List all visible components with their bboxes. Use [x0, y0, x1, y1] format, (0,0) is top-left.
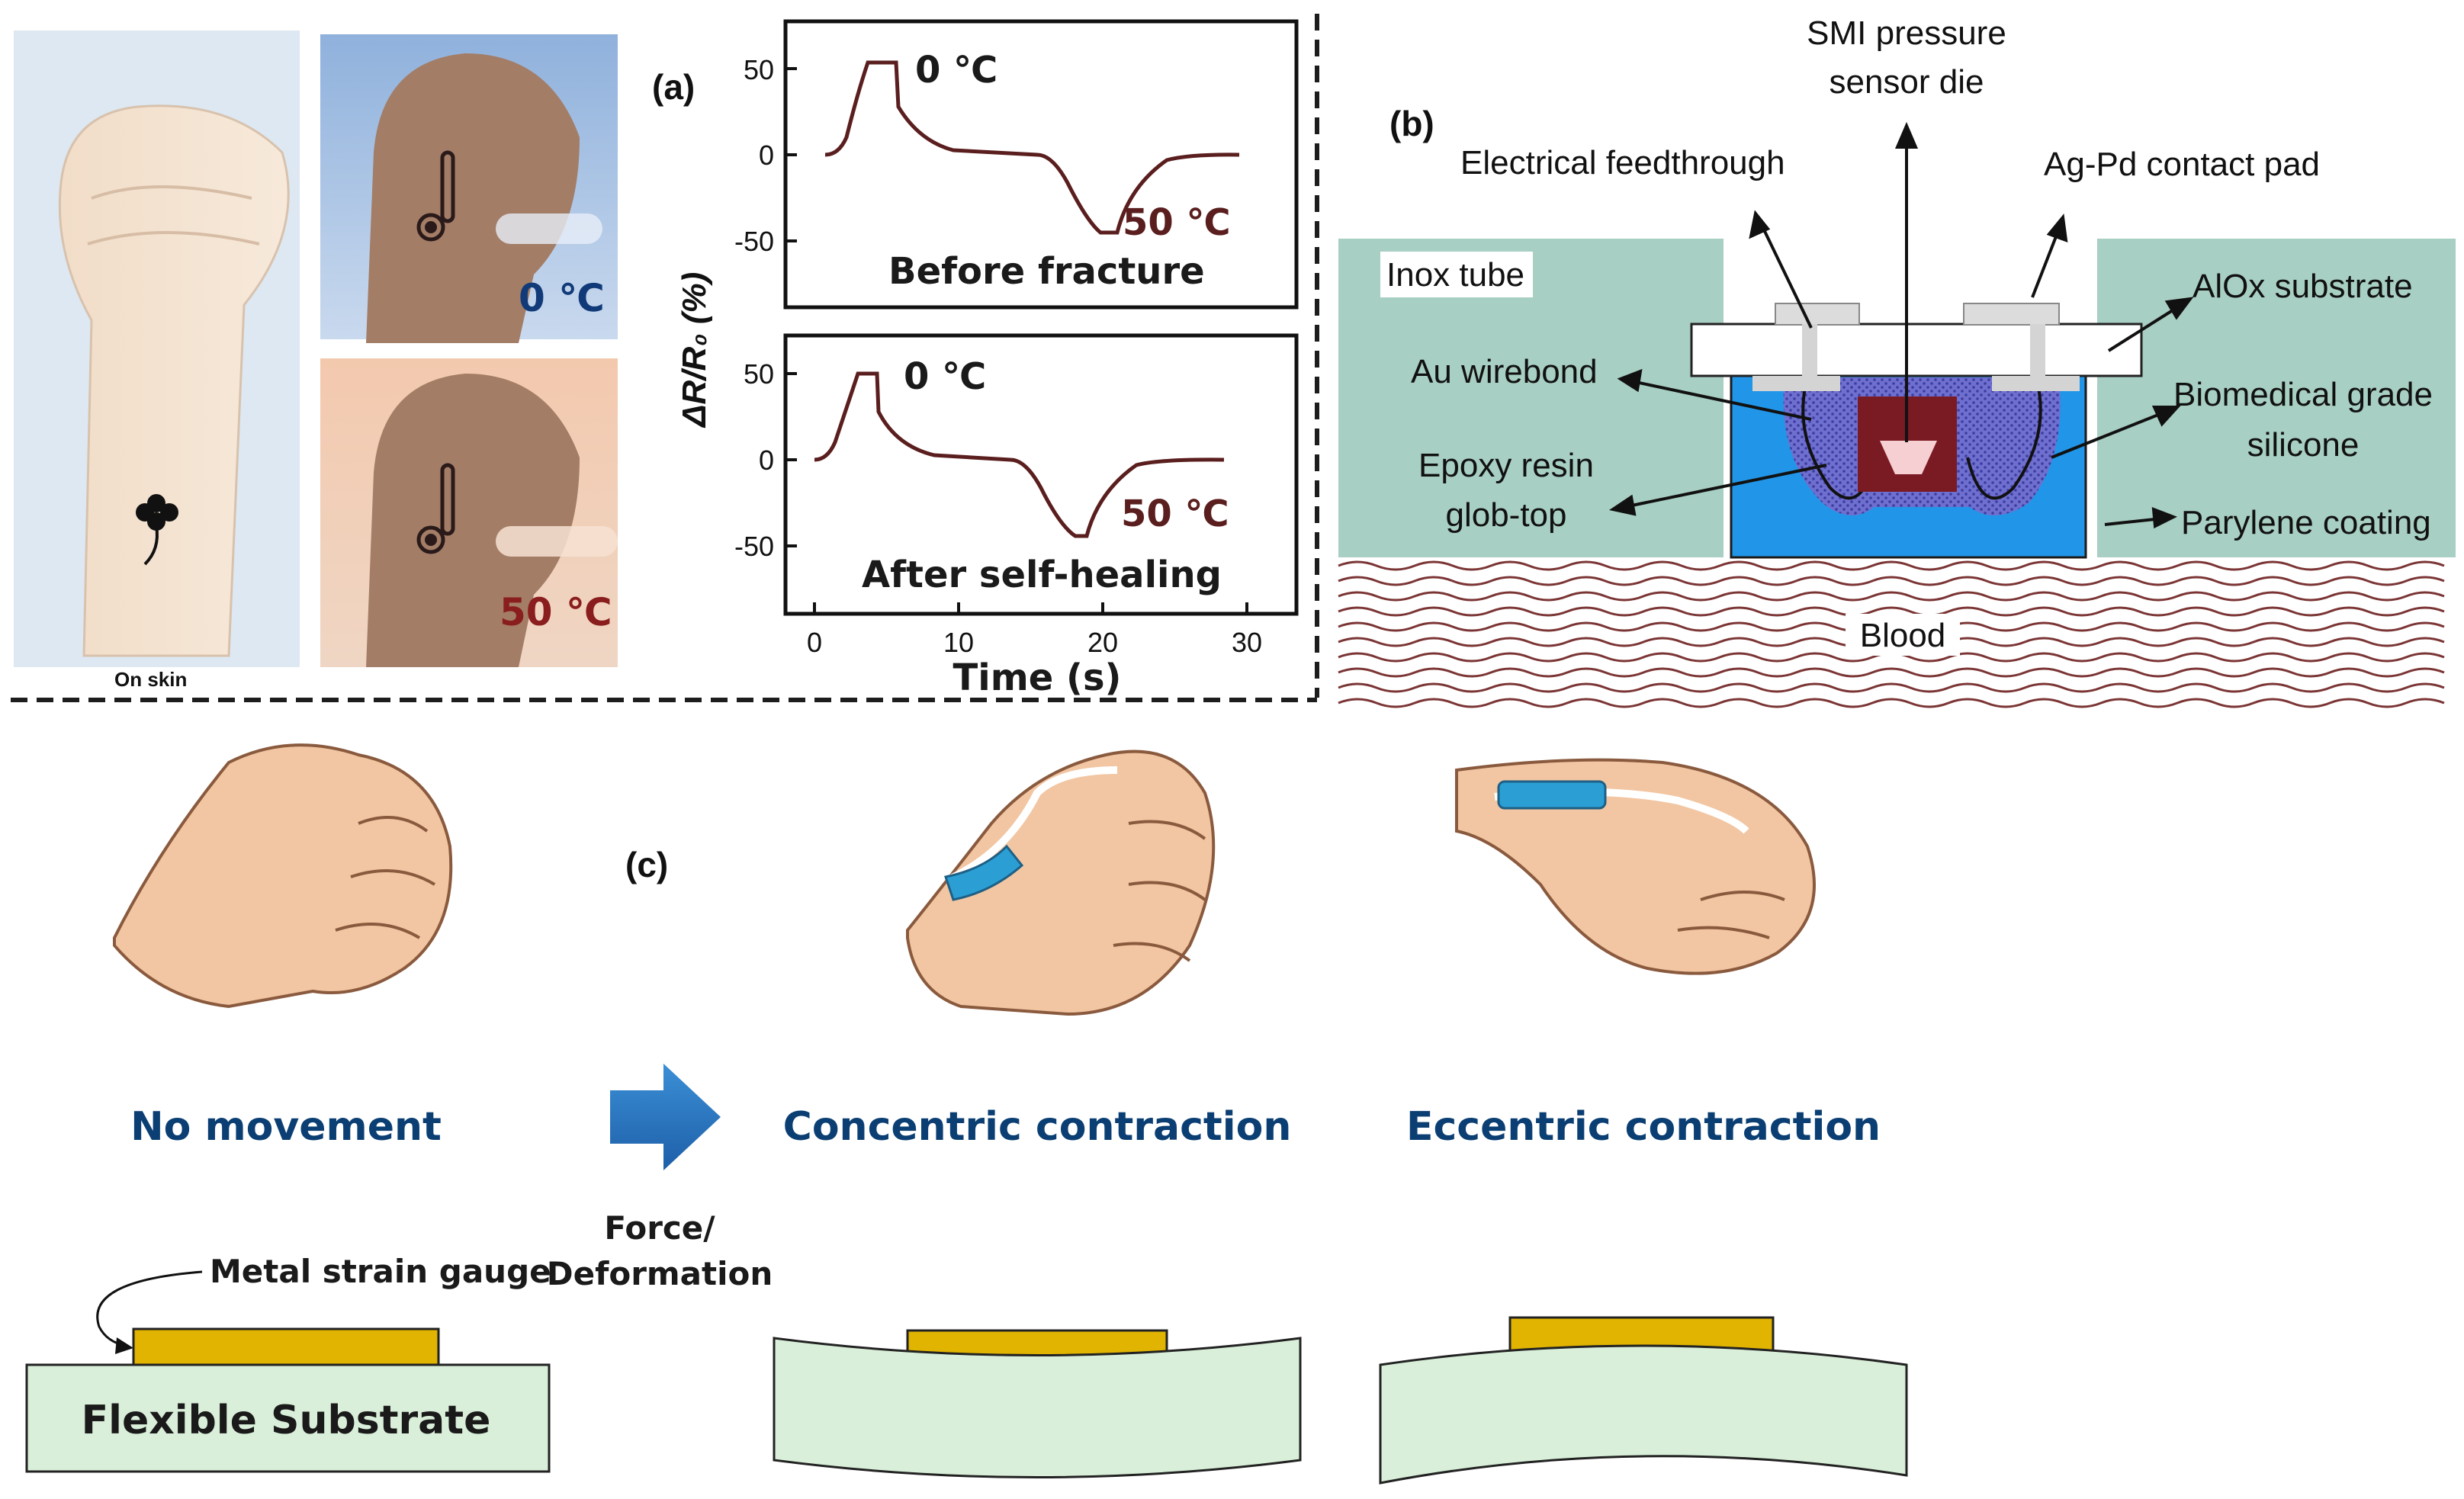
ytick-bottom-neg50: -50 [734, 531, 774, 562]
ytick-top-neg50: -50 [734, 226, 774, 257]
label-epoxy: Epoxy resin [1418, 447, 1594, 484]
panel-a-label: (a) [652, 67, 695, 107]
state-no-movement: No movement [130, 1104, 442, 1150]
thermometer-icon [416, 463, 455, 554]
label-blood: Blood [1860, 617, 1946, 654]
label-wirebond: Au wirebond [1411, 353, 1598, 390]
resistance-curve-bottom [814, 371, 1225, 538]
fist-no-movement [113, 743, 453, 1009]
photo-cold: 0 ℃ [320, 34, 618, 343]
panel-c-label: (c) [625, 845, 668, 884]
state-concentric: Concentric contraction [783, 1104, 1292, 1150]
callout-arrows [1608, 121, 2194, 529]
panel-b-label: (b) [1389, 104, 1434, 143]
photo-temp-cold: 0 ℃ [519, 276, 605, 320]
label-cold-bottom: 0 ℃ [904, 355, 986, 398]
substrate-label: Flexible Substrate [82, 1398, 491, 1443]
label-substrate: AlOx substrate [2193, 268, 2413, 305]
label-hot-bottom: 50 ℃ [1121, 493, 1229, 535]
sensor-wire [943, 766, 1118, 884]
panel-a: On skin 0 ℃ 50 ℃ (a) Δ [14, 19, 1299, 699]
contact-pad-right [1963, 303, 2060, 326]
ytick-top-0: 0 [759, 140, 774, 171]
inox-tube-right [2097, 239, 2456, 557]
substrate-flat [25, 1363, 551, 1473]
feedthrough-left [1802, 324, 1817, 376]
x-axis-label: Time (s) [953, 656, 1122, 699]
hot-probe [496, 526, 618, 557]
fist-concentric [906, 750, 1216, 1016]
xtick-0: 0 [807, 627, 822, 658]
label-cold-top: 0 ℃ [915, 49, 997, 91]
xtick-30: 30 [1232, 627, 1262, 658]
plot-after-healing: 50 0 -50 0 ℃ 50 ℃ After self-healing 0 1… [734, 333, 1299, 699]
plot-before-fracture: 50 0 -50 0 ℃ 50 ℃ Before fracture [734, 19, 1299, 310]
plot-frame [783, 19, 1299, 310]
label-feedthrough: Electrical feedthrough [1460, 144, 1785, 181]
bond-pad-right [1992, 376, 2080, 391]
force-label: Force/ [604, 1209, 715, 1247]
gauge-callout-arrow [96, 1270, 203, 1347]
photo-caption: On skin [114, 668, 187, 691]
blood-label-bg [1846, 614, 1960, 656]
ytick-bottom-0: 0 [759, 445, 774, 476]
label-hot-top: 50 ℃ [1123, 201, 1231, 244]
label-pad: Ag-Pd contact pad [2044, 146, 2320, 183]
sensor-concentric [944, 844, 1024, 901]
thermometer-icon [416, 150, 455, 242]
xtick-10: 10 [943, 627, 974, 658]
photo-hot: 50 ℃ [320, 358, 618, 667]
force-label-2: Deformation [547, 1255, 773, 1292]
ytick-top-50: 50 [744, 54, 774, 85]
title-after-healing: After self-healing [862, 554, 1222, 596]
bond-pad-left [1752, 376, 1840, 391]
strain-gauge-flat [132, 1327, 440, 1366]
photo-temp-hot: 50 ℃ [500, 590, 612, 634]
label-die-2: sensor die [1829, 63, 1984, 101]
panel-b: (b) [1338, 14, 2456, 708]
photo-forearm: On skin [14, 30, 300, 691]
feedthrough-right [2030, 324, 2045, 376]
inox-label-bg [1380, 252, 1533, 297]
label-die: SMI pressure [1807, 14, 2006, 52]
y-axis-label: ΔR/R₀ (%) [676, 272, 713, 429]
gauge-label: Metal strain gauge [210, 1253, 551, 1290]
state-eccentric: Eccentric contraction [1406, 1104, 1881, 1150]
substrate-concentric [773, 1337, 1302, 1478]
cold-probe [496, 213, 602, 244]
label-silicone: Biomedical grade [2173, 376, 2433, 413]
force-arrow-icon [610, 1064, 721, 1170]
sensor-die-cavity [1880, 441, 1937, 474]
panel-c: (c) No movement Concentric contra [25, 743, 1908, 1485]
ytick-bottom-50: 50 [744, 358, 774, 390]
alox-substrate [1690, 323, 2143, 377]
label-silicone-2: silicone [2247, 426, 2360, 464]
clover-tattoo [136, 494, 178, 566]
contact-pad-left [1775, 303, 1860, 326]
plot-frame [783, 333, 1299, 616]
label-epoxy-2: glob-top [1445, 496, 1566, 534]
xtick-20: 20 [1087, 627, 1118, 658]
label-inox: Inox tube [1386, 256, 1524, 294]
label-parylene: Parylene coating [2181, 504, 2431, 541]
callout-arrowhead [115, 1337, 133, 1354]
title-before-fracture: Before fracture [888, 250, 1205, 293]
substrate-eccentric [1379, 1344, 1908, 1485]
resistance-curve-top [824, 60, 1240, 235]
au-wirebond-right [1966, 377, 2042, 500]
sensor-eccentric [1497, 780, 1607, 810]
fist-eccentric [1455, 758, 1816, 975]
